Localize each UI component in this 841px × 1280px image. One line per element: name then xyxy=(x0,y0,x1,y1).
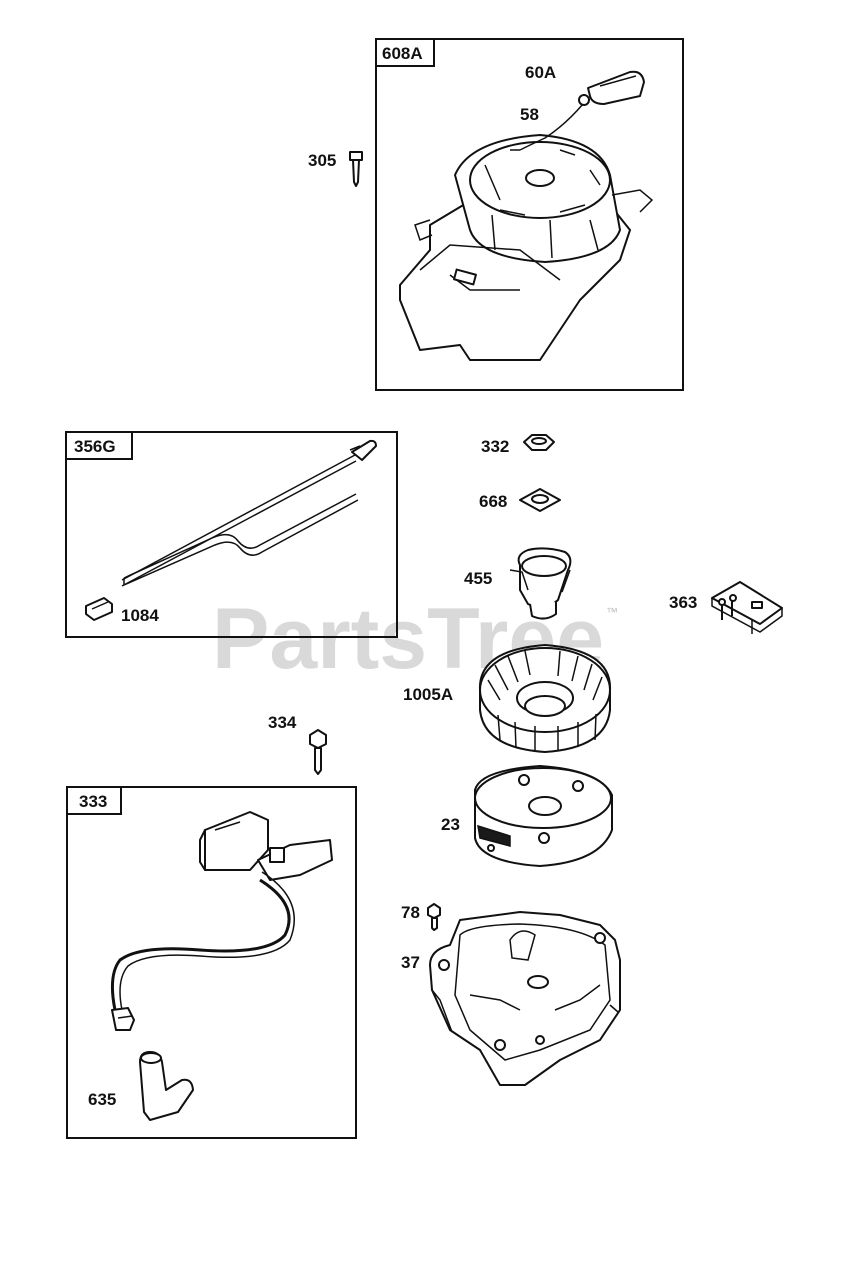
part-label-455[interactable]: 455 xyxy=(464,569,492,588)
rewind-starter-housing[interactable] xyxy=(399,134,654,361)
washer-668[interactable] xyxy=(519,488,561,512)
spark-plug-boot-635[interactable] xyxy=(139,1051,194,1121)
starter-rope xyxy=(519,103,584,151)
ground-wire[interactable] xyxy=(121,439,377,587)
nut-332[interactable] xyxy=(523,434,555,451)
part-label-668[interactable]: 668 xyxy=(479,492,507,511)
spark-plug-lead xyxy=(110,878,291,1011)
part-label-78[interactable]: 78 xyxy=(401,903,420,922)
part-label-37[interactable]: 37 xyxy=(401,953,420,972)
bracket-363[interactable] xyxy=(711,581,783,634)
part-label-23[interactable]: 23 xyxy=(441,815,460,834)
group-label-333: 333 xyxy=(79,792,107,811)
part-label-1084[interactable]: 1084 xyxy=(121,606,159,625)
part-label-363[interactable]: 363 xyxy=(669,593,697,612)
part-label-332[interactable]: 332 xyxy=(481,437,509,456)
group-608A: 608A xyxy=(375,38,684,391)
part-label-635[interactable]: 635 xyxy=(88,1090,116,1109)
spark-plug-lead-edge xyxy=(119,871,295,1011)
group-356G: 356G xyxy=(65,431,398,638)
part-label-1005A[interactable]: 1005A xyxy=(403,685,453,704)
flywheel-1005A[interactable] xyxy=(478,644,612,753)
part-label-305[interactable]: 305 xyxy=(308,151,336,170)
bolt-334[interactable] xyxy=(309,729,327,775)
screw-305[interactable] xyxy=(349,151,363,187)
part-label-334[interactable]: 334 xyxy=(268,713,297,732)
starter-handle[interactable] xyxy=(578,70,645,106)
starter-cup-455[interactable] xyxy=(509,547,572,620)
part-label-58[interactable]: 58 xyxy=(520,105,539,124)
group-333: 333 xyxy=(66,786,357,1139)
group-label-608A: 608A xyxy=(382,44,423,63)
ignition-armature[interactable] xyxy=(199,811,333,881)
screw-78[interactable] xyxy=(427,903,441,931)
lead-terminal[interactable] xyxy=(111,1007,135,1031)
part-label-60A[interactable]: 60A xyxy=(525,63,556,82)
terminal-1084[interactable] xyxy=(85,597,113,621)
watermark-trademark: ™ xyxy=(606,605,618,619)
flywheel-adapter-23[interactable] xyxy=(474,765,613,867)
group-label-356G: 356G xyxy=(74,437,116,456)
blower-housing-37[interactable] xyxy=(429,911,621,1086)
